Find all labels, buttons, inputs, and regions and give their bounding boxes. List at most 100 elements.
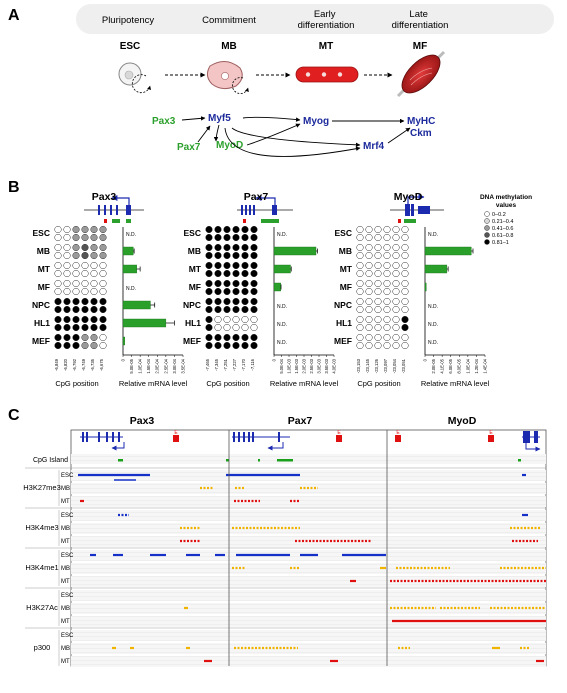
cpg-dot	[365, 251, 373, 260]
cpg-dot	[374, 261, 382, 270]
track-sub-label: MT	[61, 499, 70, 505]
cpg-dot	[63, 287, 71, 296]
gene-structure-myod	[390, 194, 444, 223]
gene-myf5: Myf5	[208, 113, 231, 124]
cpg-dot	[365, 269, 373, 278]
cpg-dot	[241, 279, 249, 288]
mf-muscle-icon	[396, 50, 446, 98]
cpg-dot	[81, 225, 89, 234]
cpg-dot	[205, 233, 213, 242]
mrna-axis-title: Relative mRNA level	[119, 379, 188, 388]
cpg-dot	[223, 269, 231, 278]
cpg-dot	[365, 315, 373, 324]
cpg-dot	[374, 251, 382, 260]
cpg-dot	[72, 323, 80, 332]
cpg-dot	[401, 341, 409, 350]
cpg-dot	[54, 279, 62, 288]
legend-label: 0.21–0.4	[492, 219, 513, 225]
cpg-dot	[374, 279, 382, 288]
cpg-dot	[374, 233, 382, 242]
nd-label: N.D.	[277, 340, 287, 346]
mrna-bar	[122, 336, 125, 346]
mrna-tick-label: 1.0E-03	[286, 358, 291, 373]
legend-label: 0.61–0.8	[492, 233, 513, 239]
stage-label-early-line1: Early	[314, 9, 336, 20]
track-sub-label: ESC	[61, 553, 74, 559]
cpg-position-label: -7,345	[214, 358, 219, 371]
cpg-dot	[374, 305, 382, 314]
mrna-tick-label: 0	[271, 358, 276, 361]
track-sub-label: MT	[61, 659, 70, 665]
cpg-island	[226, 459, 229, 462]
mrna-tick-label: 2.0E-04	[155, 358, 160, 373]
cpg-dot	[99, 305, 107, 314]
cpg-dot	[374, 323, 382, 332]
cpg-dot	[214, 261, 222, 270]
cpg-dot	[250, 243, 258, 252]
mrna-tick-label: 1.0E-04	[138, 358, 143, 373]
cpg-dot	[392, 243, 400, 252]
cpg-axis-title: CpG position	[206, 379, 249, 388]
cpg-dot	[374, 269, 382, 278]
gene-mrf4: Mrf4	[363, 141, 385, 152]
mrna-tick-label: 4.1E-05	[440, 358, 445, 373]
cpg-dot	[205, 287, 213, 296]
cpg-dot	[241, 333, 249, 342]
row-label: MEF	[334, 336, 352, 346]
row-label: MT	[189, 264, 202, 274]
row-label: HL1	[336, 318, 352, 328]
mrna-tick-label: 1.4E-04	[482, 358, 487, 373]
mb-cell-icon	[206, 61, 249, 94]
mrna-tick-label: 1.0E-04	[465, 358, 470, 373]
cpg-dot	[232, 323, 240, 332]
cpg-dot	[72, 305, 80, 314]
gene-myhc: MyHC	[407, 116, 435, 127]
cpg-dot	[401, 251, 409, 260]
cpg-dot	[63, 279, 71, 288]
cpg-dot	[374, 225, 382, 234]
cpg-dot	[401, 261, 409, 270]
track-sub-label: ESC	[61, 473, 74, 479]
cpg-island	[258, 459, 260, 462]
nd-label: N.D.	[126, 232, 136, 238]
cpg-dot	[205, 315, 213, 324]
cpg-dot	[214, 233, 222, 242]
track-gene-name: Pax7	[288, 415, 313, 427]
cpg-dot	[392, 279, 400, 288]
mrna-tick-label: 3.0E-03	[316, 358, 321, 373]
cpg-dot	[223, 261, 231, 270]
cpg-dot	[223, 251, 231, 260]
cpg-dot	[401, 269, 409, 278]
tss-arrow-myod	[525, 443, 541, 452]
cpg-dot	[232, 269, 240, 278]
cpg-dot	[214, 323, 222, 332]
cpg-dot	[63, 315, 71, 324]
cpg-dot	[214, 269, 222, 278]
cpg-dot	[374, 333, 382, 342]
stage-label-late-line1: Late	[409, 9, 428, 20]
cpg-dot	[356, 315, 364, 324]
cpg-dot	[90, 233, 98, 242]
cpg-dot	[392, 341, 400, 350]
tss-arrow-pax3	[111, 442, 125, 451]
exon	[534, 431, 538, 443]
gene-structure-pax3	[84, 195, 144, 223]
cpg-dot	[81, 297, 89, 306]
cpg-dot	[365, 333, 373, 342]
mrna-tick-label: 5.0E-05	[129, 358, 134, 373]
mrna-bar	[273, 264, 291, 274]
tss-arrow-pax7	[267, 442, 284, 451]
cpg-dot	[99, 233, 107, 242]
cpg-dot	[232, 287, 240, 296]
mrna-tick-label: 3.0E-04	[172, 358, 177, 373]
cpg-dot	[54, 287, 62, 296]
cpg-dot	[205, 323, 213, 332]
cpg-dot	[383, 341, 391, 350]
track-sub-label: ESC	[61, 593, 74, 599]
cpg-dot	[54, 333, 62, 342]
legend-title: values	[496, 202, 517, 209]
cpg-dot	[54, 251, 62, 260]
cpg-dot	[54, 305, 62, 314]
cpg-dot	[205, 251, 213, 260]
